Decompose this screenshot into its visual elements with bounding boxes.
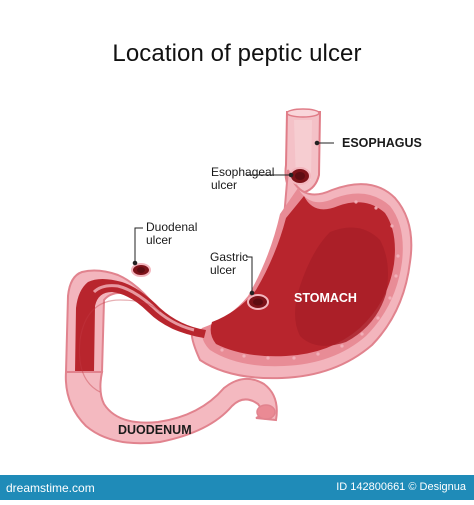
gastric-ulcer-label: Gastric ulcer [210, 251, 248, 277]
footer-image-id: ID 142800661 © Designua [336, 481, 466, 493]
gastric-ulcer-label-line2: ulcer [210, 263, 237, 277]
duodenal-ulcer-label-line1: Duodenal [146, 220, 198, 234]
duodenal-ulcer-leader [134, 227, 143, 262]
duodenum-end-opening [256, 404, 276, 420]
duodenum-muscle-layer [92, 284, 195, 332]
duodenum-label: DUODENUM [118, 423, 192, 437]
esophageal-ulcer-label: Esophageal ulcer [211, 166, 274, 192]
stomach-rugae [220, 200, 400, 360]
duodenal-ulcer-label-line2: ulcer [146, 233, 173, 247]
footer-bar: dreamstime.com ID 142800661 © Designua [0, 475, 474, 500]
duodenal-ulcer-label: Duodenal ulcer [146, 221, 197, 247]
duodenal-curve-line [78, 299, 161, 393]
gastric-ulcer-mark [247, 294, 269, 310]
esophageal-ulcer-label-line1: Esophageal [211, 165, 275, 179]
gastric-ulcer-leader [246, 256, 253, 292]
esophageal-ulcer-label-line2: ulcer [211, 178, 238, 192]
esophagus-opening [286, 108, 320, 118]
esophagus-lumen [294, 120, 312, 182]
esophagus-label: ESOPHAGUS [342, 136, 422, 150]
stomach-label: STOMACH [294, 291, 357, 305]
gastric-ulcer-label-line1: Gastric [210, 250, 249, 264]
page-title: Location of peptic ulcer [112, 40, 362, 67]
stomach-inner-shade [295, 227, 388, 346]
footer-site: dreamstime.com [6, 481, 95, 495]
duodenal-ulcer-mark [131, 263, 151, 277]
duodenum-lower-tube [64, 371, 278, 445]
